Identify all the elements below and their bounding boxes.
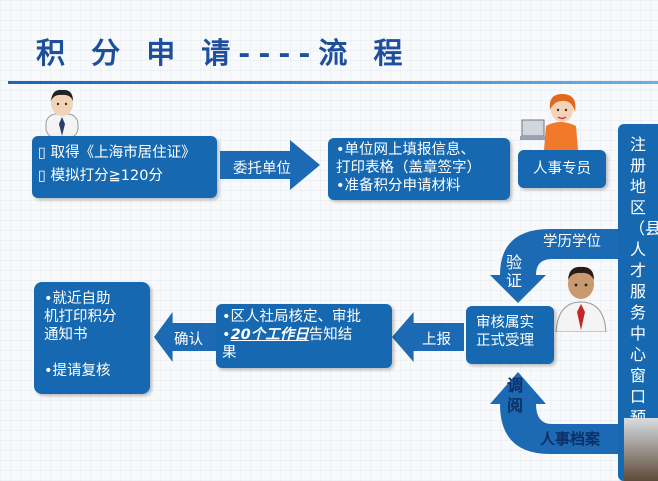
degree-label: 学历学位 [543,234,601,250]
review-line2: 正式受理 [476,333,534,349]
final-line2: 机打印积分 [44,309,117,325]
review-line1: 审核属实 [476,315,534,331]
step2-box: •单位网上填报信息、 打印表格（盖章签字） •准备积分申请材料 [328,138,510,200]
final-line4 [44,344,150,362]
confirm-label: 确认 [174,332,203,348]
approval-line2: •20个工作日告知结 [222,327,353,343]
final-line5: •提请复核 [44,363,111,379]
officer-person-icon [555,266,607,332]
archive-label: 人事档案 [540,430,601,448]
submit-label: 上报 [422,332,451,348]
consult-curved-arrow [490,372,618,454]
hr-specialist-box: 人事专员 [518,150,606,188]
step1-line1: ▯ 取得《上海市居住证》 [38,145,196,161]
step1-box: ▯ 取得《上海市居住证》 ▯ 模拟打分≧120分 [32,136,217,198]
approval-box: •区人社局核定、审批 •20个工作日告知结 果 [216,304,392,368]
step2-line2: 打印表格（盖章签字） [336,160,481,176]
hr-specialist-label: 人事专员 [533,161,591,177]
review-box: 审核属实 正式受理 [466,306,554,364]
presenter-video-thumbnail [624,418,658,481]
approval-line2-rest: 告知结 [308,327,353,343]
consult-label: 调阅 [507,376,524,415]
bullet-icon: ▯ [38,168,51,184]
final-line3: 通知书 [44,327,88,343]
step1-line2: ▯ 模拟打分≧120分 [38,168,163,184]
applicant-person-icon [45,89,79,138]
step2-line1: •单位网上填报信息、 [336,142,476,158]
verify-curved-arrow [490,229,618,303]
district-window-text: 注册地区（县）人才服务中心窗口预受 [629,135,658,448]
page-title: 积 分 申 请----流 程 [36,36,411,70]
final-line1: •就近自助 [44,291,111,307]
verify-label: 验证 [506,253,523,290]
approval-line1: •区人社局核定、审批 [222,309,362,325]
bullet-icon: ▯ [38,145,51,161]
title-divider [8,81,658,84]
final-box: •就近自助 机打印积分 通知书 •提请复核 [34,282,150,394]
approval-line3: 果 [222,345,237,361]
approval-days: 20个工作日 [230,327,309,343]
entrust-label: 委托单位 [233,161,291,177]
hr-specialist-icon [520,94,578,150]
step2-line3: •准备积分申请材料 [336,178,461,194]
